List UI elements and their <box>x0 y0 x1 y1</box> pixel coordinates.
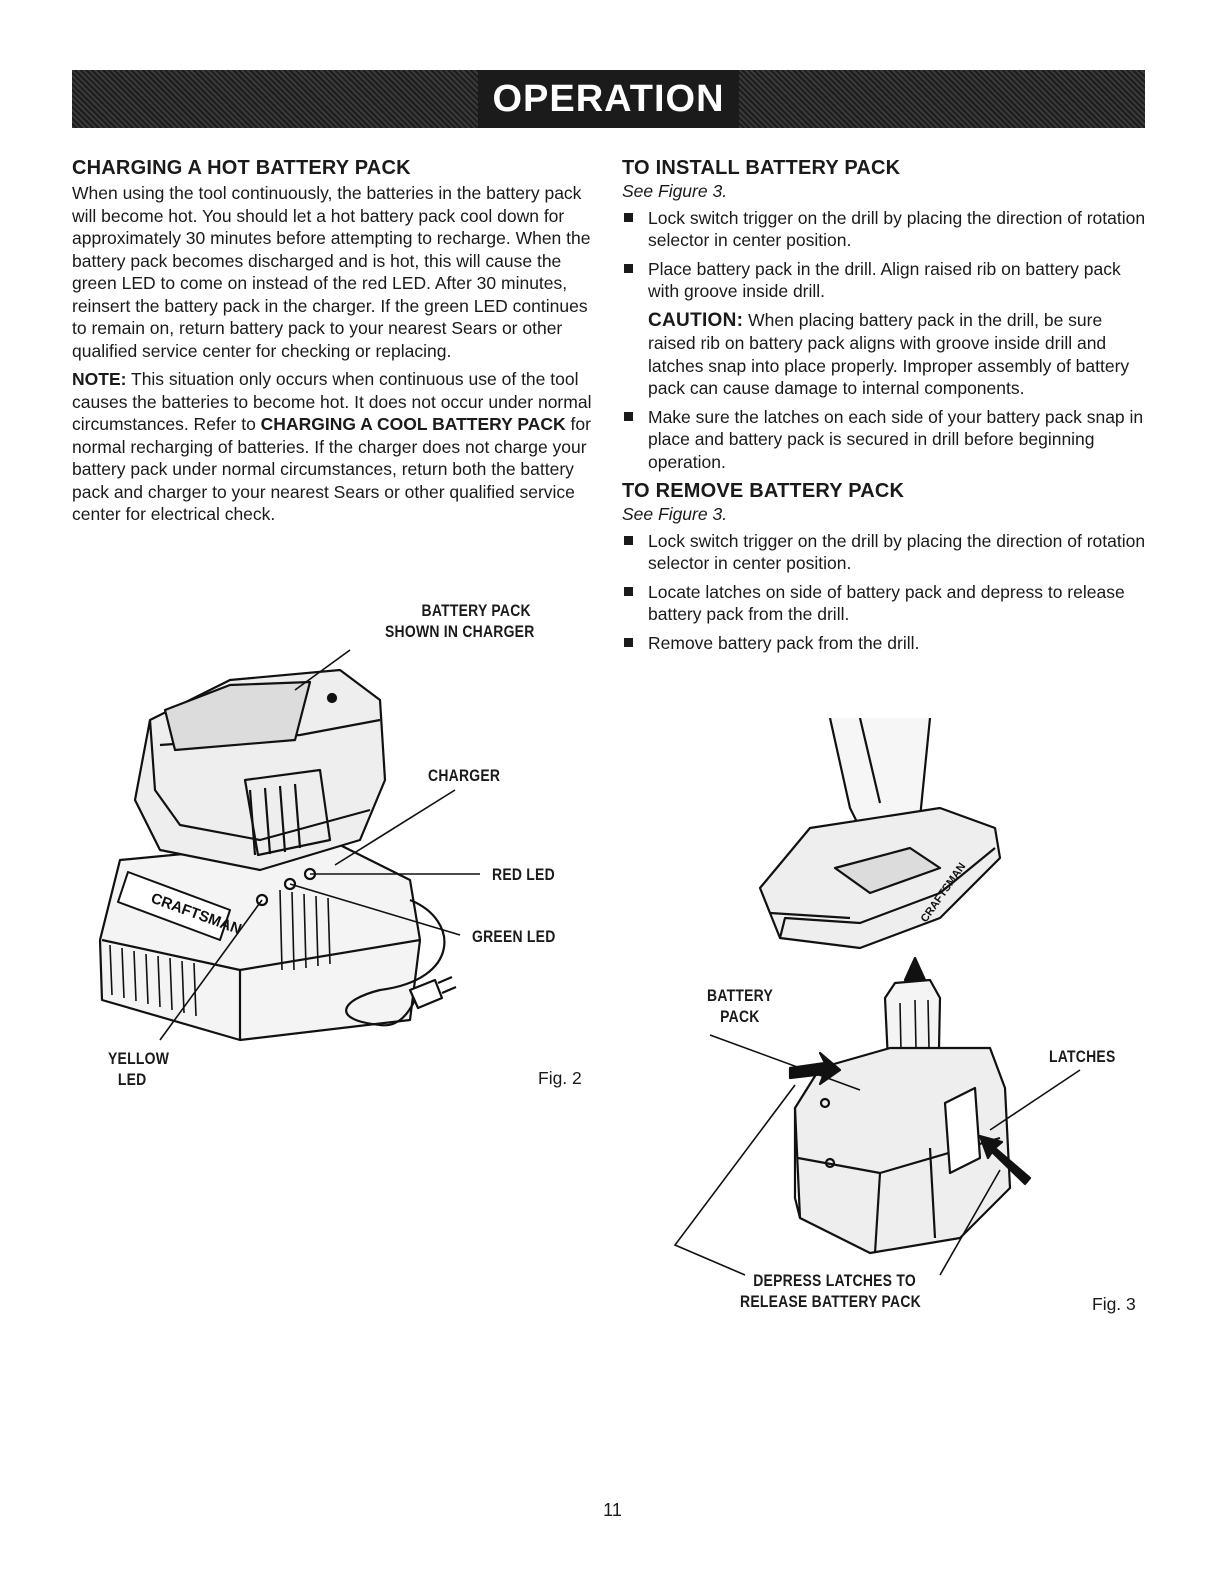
fig2-label-yellow-led: YELLOW LED <box>108 1048 169 1090</box>
section-banner: OPERATION <box>72 70 1145 128</box>
fig3-label-depress-line1: DEPRESS LATCHES TO <box>753 1271 916 1290</box>
fig3-label-battery-pack: BATTERY PACK <box>707 985 773 1027</box>
fig2-label-battery-line1: BATTERY PACK <box>421 601 531 620</box>
heading-install: TO INSTALL BATTERY PACK <box>622 157 901 179</box>
caution-block: CAUTION: When placing battery pack in th… <box>622 309 1147 400</box>
fig3-label-battery-line2: PACK <box>720 1007 760 1026</box>
fig3-caption: Fig. 3 <box>1092 1294 1136 1314</box>
bullet-icon <box>624 535 633 545</box>
fig2-label-red-led: RED LED <box>492 865 555 884</box>
fig3-label-latches: LATCHES <box>1049 1047 1116 1066</box>
remove-list: Lock switch trigger on the drill by plac… <box>622 530 1147 655</box>
list-item: Make sure the latches on each side of yo… <box>622 406 1147 474</box>
list-item: Place battery pack in the drill. Align r… <box>622 258 1147 303</box>
list-item: Lock switch trigger on the drill by plac… <box>622 530 1147 575</box>
install-list: Lock switch trigger on the drill by plac… <box>622 207 1147 303</box>
fig2-label-yellow-line2: LED <box>117 1070 147 1089</box>
note-reference: CHARGING A COOL BATTERY PACK <box>260 414 566 434</box>
figure-2-charger-illustration: CRAFTSMAN <box>98 649 480 1042</box>
figure-3-leader-lines <box>673 1034 1081 1276</box>
bullet-icon <box>624 586 633 596</box>
note-paragraph: NOTE: This situation only occurs when co… <box>72 368 592 526</box>
fig2-label-green-led: GREEN LED <box>472 927 556 946</box>
fig2-label-battery-line2: SHOWN IN CHARGER <box>385 622 535 641</box>
list-item-text: Lock switch trigger on the drill by plac… <box>648 530 1146 574</box>
remove-see-figure: See Figure 3. <box>622 504 728 524</box>
hot-battery-paragraph: When using the tool continuously, the ba… <box>72 183 591 361</box>
install-list-continued: Make sure the latches on each side of yo… <box>622 406 1147 474</box>
left-column: CHARGING A HOT BATTERY PACK When using t… <box>72 156 592 532</box>
fig2-label-charger: CHARGER <box>428 766 501 785</box>
list-item-text: Make sure the latches on each side of yo… <box>648 406 1144 472</box>
page-number: 11 <box>603 1500 622 1520</box>
list-item: Lock switch trigger on the drill by plac… <box>622 207 1147 252</box>
caution-text: When placing battery pack in the drill, … <box>648 309 1130 399</box>
note-label: NOTE: <box>72 369 127 389</box>
list-item-text: Lock switch trigger on the drill by plac… <box>648 207 1146 251</box>
caution-label: CAUTION: <box>648 309 744 331</box>
fig2-label-battery-pack: BATTERY PACK SHOWN IN CHARGER <box>385 600 535 642</box>
fig3-label-depress-line2: RELEASE BATTERY PACK <box>740 1292 922 1311</box>
fig2-label-yellow-line1: YELLOW <box>108 1049 170 1068</box>
page-title: OPERATION <box>478 70 739 128</box>
list-item-text: Locate latches on side of battery pack a… <box>648 581 1125 625</box>
heading-hot-battery: CHARGING A HOT BATTERY PACK <box>72 157 411 179</box>
bullet-icon <box>624 212 633 222</box>
figure-3-drill-battery-illustration: CRAFTSMAN <box>758 718 1032 1255</box>
fig3-label-depress: DEPRESS LATCHES TO RELEASE BATTERY PACK <box>740 1270 921 1312</box>
list-item-text: Remove battery pack from the drill. <box>648 632 920 653</box>
list-item: Locate latches on side of battery pack a… <box>622 581 1147 626</box>
bullet-icon <box>624 263 633 273</box>
list-item: Remove battery pack from the drill. <box>622 632 1147 655</box>
heading-remove: TO REMOVE BATTERY PACK <box>622 480 905 502</box>
list-item-text: Place battery pack in the drill. Align r… <box>648 258 1121 302</box>
bullet-icon <box>624 637 633 647</box>
fig3-label-battery-line1: BATTERY <box>707 986 773 1005</box>
note-text-2: for normal recharging of batteries. If t… <box>72 414 591 524</box>
fig2-caption: Fig. 2 <box>538 1068 582 1088</box>
right-column: TO INSTALL BATTERY PACK See Figure 3. Lo… <box>622 156 1147 660</box>
note-text-1: This situation only occurs when continuo… <box>72 369 592 434</box>
install-see-figure: See Figure 3. <box>622 181 728 201</box>
bullet-icon <box>624 411 633 421</box>
